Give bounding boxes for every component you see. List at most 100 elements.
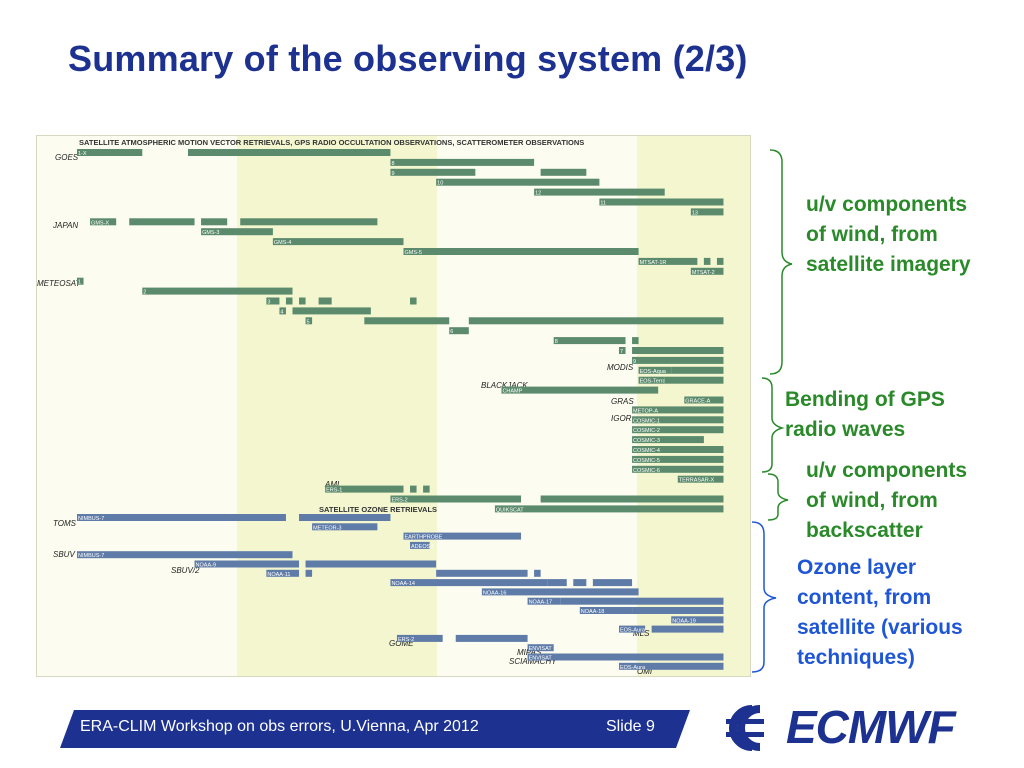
timeline-bar — [272, 238, 404, 246]
bar-label: 3 — [267, 300, 270, 306]
brace-wind-scatter — [767, 473, 789, 521]
timeline-bar — [638, 356, 724, 364]
bar-label: EARTHPROBE — [405, 535, 443, 541]
timeline-bar — [632, 416, 724, 424]
bar-label: EOS-Aura — [620, 628, 646, 634]
bar-label: 5 — [307, 319, 310, 325]
timeline-bar — [638, 376, 665, 384]
bar-label: QUIKSCAT — [496, 507, 524, 513]
timeline-bar — [390, 579, 548, 587]
timeline-bar — [364, 317, 450, 325]
group-label: AMI — [324, 480, 340, 489]
timeline-bar — [651, 625, 724, 633]
group-label: METEOSAT — [37, 279, 82, 288]
timeline-bar — [501, 386, 659, 394]
footer-bar — [60, 710, 690, 748]
bar-label: 1-X — [78, 151, 87, 157]
timeline-bar — [142, 287, 293, 295]
timeline-bar — [449, 327, 469, 335]
timeline-bar — [455, 634, 528, 642]
timeline-bar — [481, 588, 639, 596]
timeline-bar — [77, 149, 143, 156]
timeline-bar — [403, 532, 522, 540]
bar-label: ERS-1 — [326, 488, 342, 494]
bar-label: EOS-Aqua — [640, 369, 667, 375]
group-label: SBUV/2 — [171, 566, 200, 575]
annotation-line: u/v components — [806, 193, 968, 216]
bar-label: METEOR-3 — [313, 525, 341, 531]
timeline-bar — [690, 208, 724, 216]
timeline-bar — [534, 569, 541, 577]
bar-label: CHAMP — [502, 389, 522, 395]
annotation-line: content, from — [797, 586, 932, 609]
timeline-bar — [279, 307, 286, 315]
timeline-bar — [468, 317, 724, 325]
timeline-bar — [494, 505, 724, 513]
bar-label: NIMBUS-7 — [78, 516, 104, 522]
bar-label: 9 — [391, 171, 394, 177]
group-label: MLS — [633, 629, 650, 638]
timeline-bar — [90, 218, 117, 226]
timeline-bar — [240, 218, 378, 226]
timeline-bar — [632, 455, 724, 463]
group-label: JAPAN — [52, 221, 78, 230]
timeline-bar — [592, 579, 633, 587]
bar-label: TERRASAR-X — [679, 478, 715, 484]
timeline-bar — [318, 297, 332, 305]
timeline-bar — [690, 267, 724, 275]
annotation-line: Bending of GPS — [785, 388, 945, 411]
annotation-line: techniques) — [797, 646, 915, 669]
annotation-line: u/v components — [806, 459, 968, 482]
timeline-bar — [671, 366, 724, 374]
timeline-bar — [410, 485, 417, 493]
bar-label: NOAA-19 — [672, 618, 696, 624]
logo-text: ECMWF — [786, 701, 956, 753]
diagram-header: SATELLITE OZONE RETRIEVALS — [319, 505, 437, 514]
timeline-bar — [618, 625, 646, 633]
group-label: MIPAS — [517, 648, 542, 657]
bar-label: NOAA-11 — [267, 572, 290, 578]
bar-label: EOS-Aura — [620, 665, 646, 671]
bar-label: 7 — [620, 349, 623, 355]
annotation-ozone: Ozone layer content, from satellite (var… — [797, 553, 963, 673]
timeline-bar — [299, 514, 391, 521]
timeline-bar — [599, 198, 724, 206]
timeline-bar — [540, 168, 587, 176]
timeline-bar — [527, 644, 554, 652]
timeline-bar — [201, 228, 273, 236]
timeline-bar — [312, 523, 378, 531]
bar-label: NOAA-18 — [581, 609, 605, 615]
timeline-bar — [632, 436, 704, 444]
timeline-bar — [632, 406, 724, 414]
timeline-bar — [410, 297, 417, 305]
bar-label: COSMIC-5 — [633, 458, 660, 464]
timeline-bar — [266, 297, 280, 305]
group-label: GOES — [55, 153, 79, 162]
group-label: TOMS — [53, 519, 77, 528]
bar-label: GMS-3 — [202, 230, 219, 236]
group-label: OMI — [637, 667, 653, 676]
timeline-bar — [403, 248, 639, 255]
brace-ozone — [751, 521, 777, 673]
annotation-line: of wind, from — [806, 489, 938, 512]
bar-label: 1 — [78, 280, 81, 286]
timeline-bar — [194, 560, 300, 568]
timeline-bar — [671, 616, 724, 624]
slide-title: Summary of the observing system (2/3) — [68, 38, 748, 79]
timeline-bar — [423, 485, 430, 493]
annotation-gps: Bending of GPS radio waves — [785, 385, 945, 445]
timeline-bar — [632, 607, 724, 614]
bar-label: MTSAT-1R — [640, 260, 667, 266]
group-label: GOME — [389, 639, 414, 648]
ecmwf-logo-icon — [726, 705, 764, 751]
group-label: IGOR — [611, 414, 632, 423]
timeline-bar — [410, 541, 430, 549]
bar-label: ENVISAT — [529, 656, 553, 662]
footer-text: ERA-CLIM Workshop on obs errors, U.Vienn… — [80, 718, 479, 735]
bar-label: 2 — [143, 290, 146, 296]
bar-label: 9 — [633, 359, 636, 365]
timeline-bar — [638, 366, 672, 374]
timeline-bar — [573, 579, 587, 587]
timeline-bar — [534, 188, 665, 196]
